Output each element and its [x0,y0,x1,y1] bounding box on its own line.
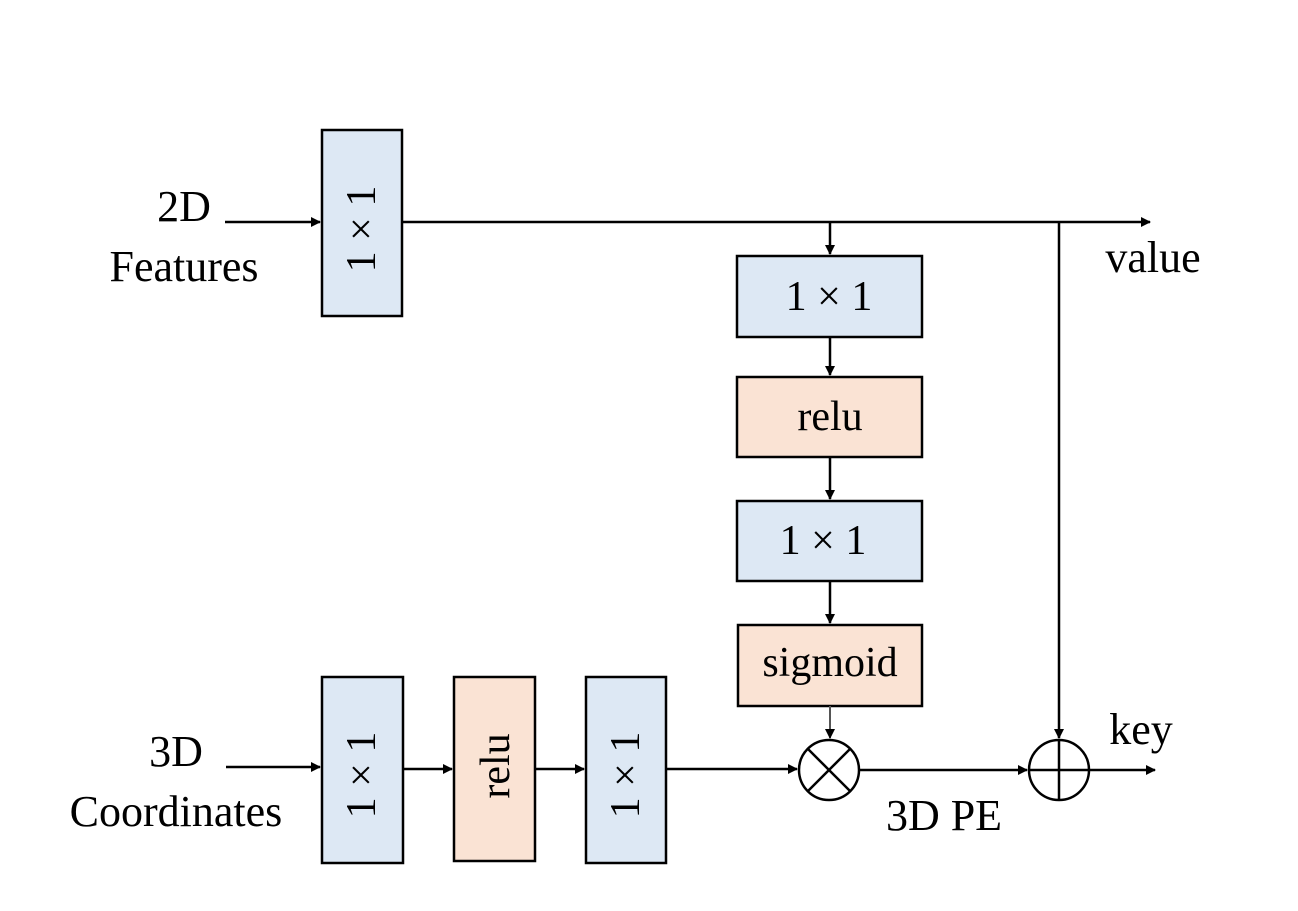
conv-gate-2-label: 1 × 1 [780,518,867,564]
pe-label: 3D PE [886,791,1002,840]
relu-gate-label: relu [797,394,862,440]
conv-features-label: 1 × 1 [339,186,385,273]
features-label-line2: Features [109,242,258,291]
conv-gate-1-label: 1 × 1 [786,274,873,320]
multiply-icon [797,738,861,802]
conv-gate-1-block [735,254,924,339]
sigmoid-gate-label: sigmoid [762,640,897,686]
conv-gate-2-block [735,499,924,583]
conv-coords-2-block [584,675,668,865]
add-icon [1027,738,1091,802]
key-label: key [1109,705,1173,754]
relu-coords-label: relu [473,733,519,798]
relu-coords-block [452,675,537,863]
value-label: value [1105,233,1200,282]
features-label-line1: 2D [157,182,211,231]
conv-coords-2-label: 1 × 1 [603,732,649,819]
coords-label-line2: Coordinates [70,787,283,836]
sigmoid-gate-block [736,623,924,708]
conv-coords-1-block [320,675,405,865]
conv-coords-1-label: 1 × 1 [339,732,385,819]
coords-label-line1: 3D [149,727,203,776]
relu-gate-block [735,375,924,459]
